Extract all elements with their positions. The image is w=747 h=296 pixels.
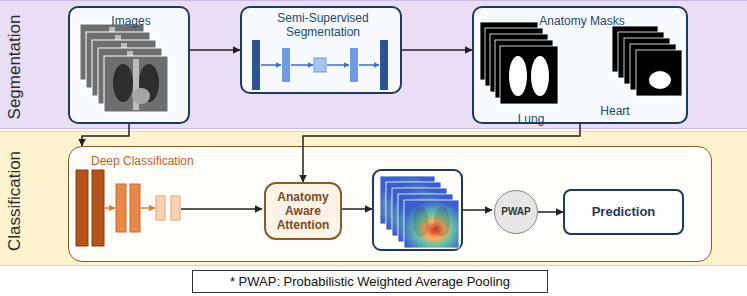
process-box: Semi-Supervised Segmentation (240, 6, 402, 94)
output-box: Prediction (563, 189, 684, 235)
band-label: Segmentation (8, 15, 22, 120)
box-label: Anatomy Aware Attention (271, 190, 335, 232)
connector-arrow (190, 49, 240, 51)
text-holder: * PWAP: Probabilistic Weighted Average P… (193, 271, 547, 292)
connector-arrow (538, 211, 563, 213)
band-label: Classification (8, 151, 22, 251)
text-holder: Deep Classification (91, 151, 261, 169)
box-title: Anatomy Masks (539, 14, 624, 28)
classification-band: ClassificationDeep ClassificationAnatomy… (0, 131, 747, 266)
mask-label: Lung (518, 112, 545, 126)
text-holder: Lung (506, 109, 556, 127)
attention-box: Anatomy Aware Attention (264, 182, 342, 240)
pooling-circle: PWAP (494, 190, 538, 234)
mask-label: Heart (600, 104, 629, 118)
text-holder: Semi-Supervised Segmentation (263, 11, 383, 40)
container-box: Deep ClassificationAnatomy Aware Attenti… (68, 146, 712, 262)
box-label: Prediction (592, 205, 656, 219)
process-box: Anatomy MasksLung Heart (472, 6, 688, 124)
connector-arrow (402, 49, 472, 51)
process-box: Images (68, 6, 190, 124)
container-title: Deep Classification (91, 154, 194, 168)
footnote-box: * PWAP: Probabilistic Weighted Average P… (192, 270, 548, 293)
segmentation-band: Segmentation Images Semi-Supervised Segmen… (0, 0, 747, 129)
text-holder: Prediction (565, 191, 682, 233)
text-holder: PWAP (495, 191, 537, 233)
connector-arrow (82, 124, 129, 146)
text-holder: Anatomy Aware Attention (266, 184, 340, 238)
text-holder: Images (70, 11, 192, 29)
circle-label: PWAP (501, 205, 530, 219)
box-title: Semi-Supervised Segmentation (263, 11, 383, 39)
text-holder: Heart (590, 101, 640, 119)
text-holder: Segmentation (0, 58, 70, 76)
text-holder: Classification (0, 192, 68, 210)
footnote-text: * PWAP: Probabilistic Weighted Average P… (230, 275, 510, 289)
connector-arrow (303, 124, 580, 182)
text-holder: Anatomy Masks (474, 11, 690, 29)
box-title: Images (111, 14, 150, 28)
